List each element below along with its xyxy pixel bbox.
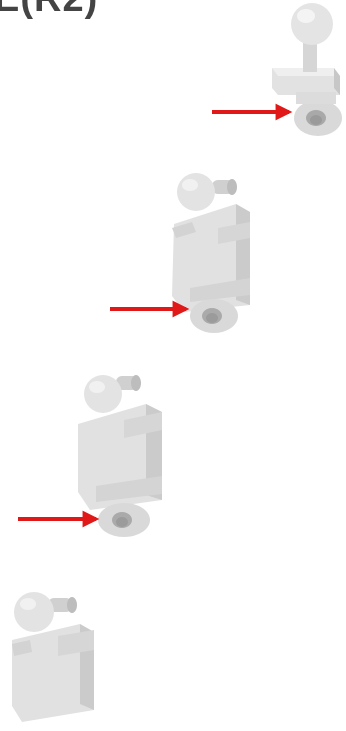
step-3-part [78, 375, 162, 537]
page-title: E(R2) [0, 0, 98, 21]
step-1-part [272, 3, 342, 136]
step-4-part [12, 592, 94, 722]
step-2-part [172, 173, 250, 333]
